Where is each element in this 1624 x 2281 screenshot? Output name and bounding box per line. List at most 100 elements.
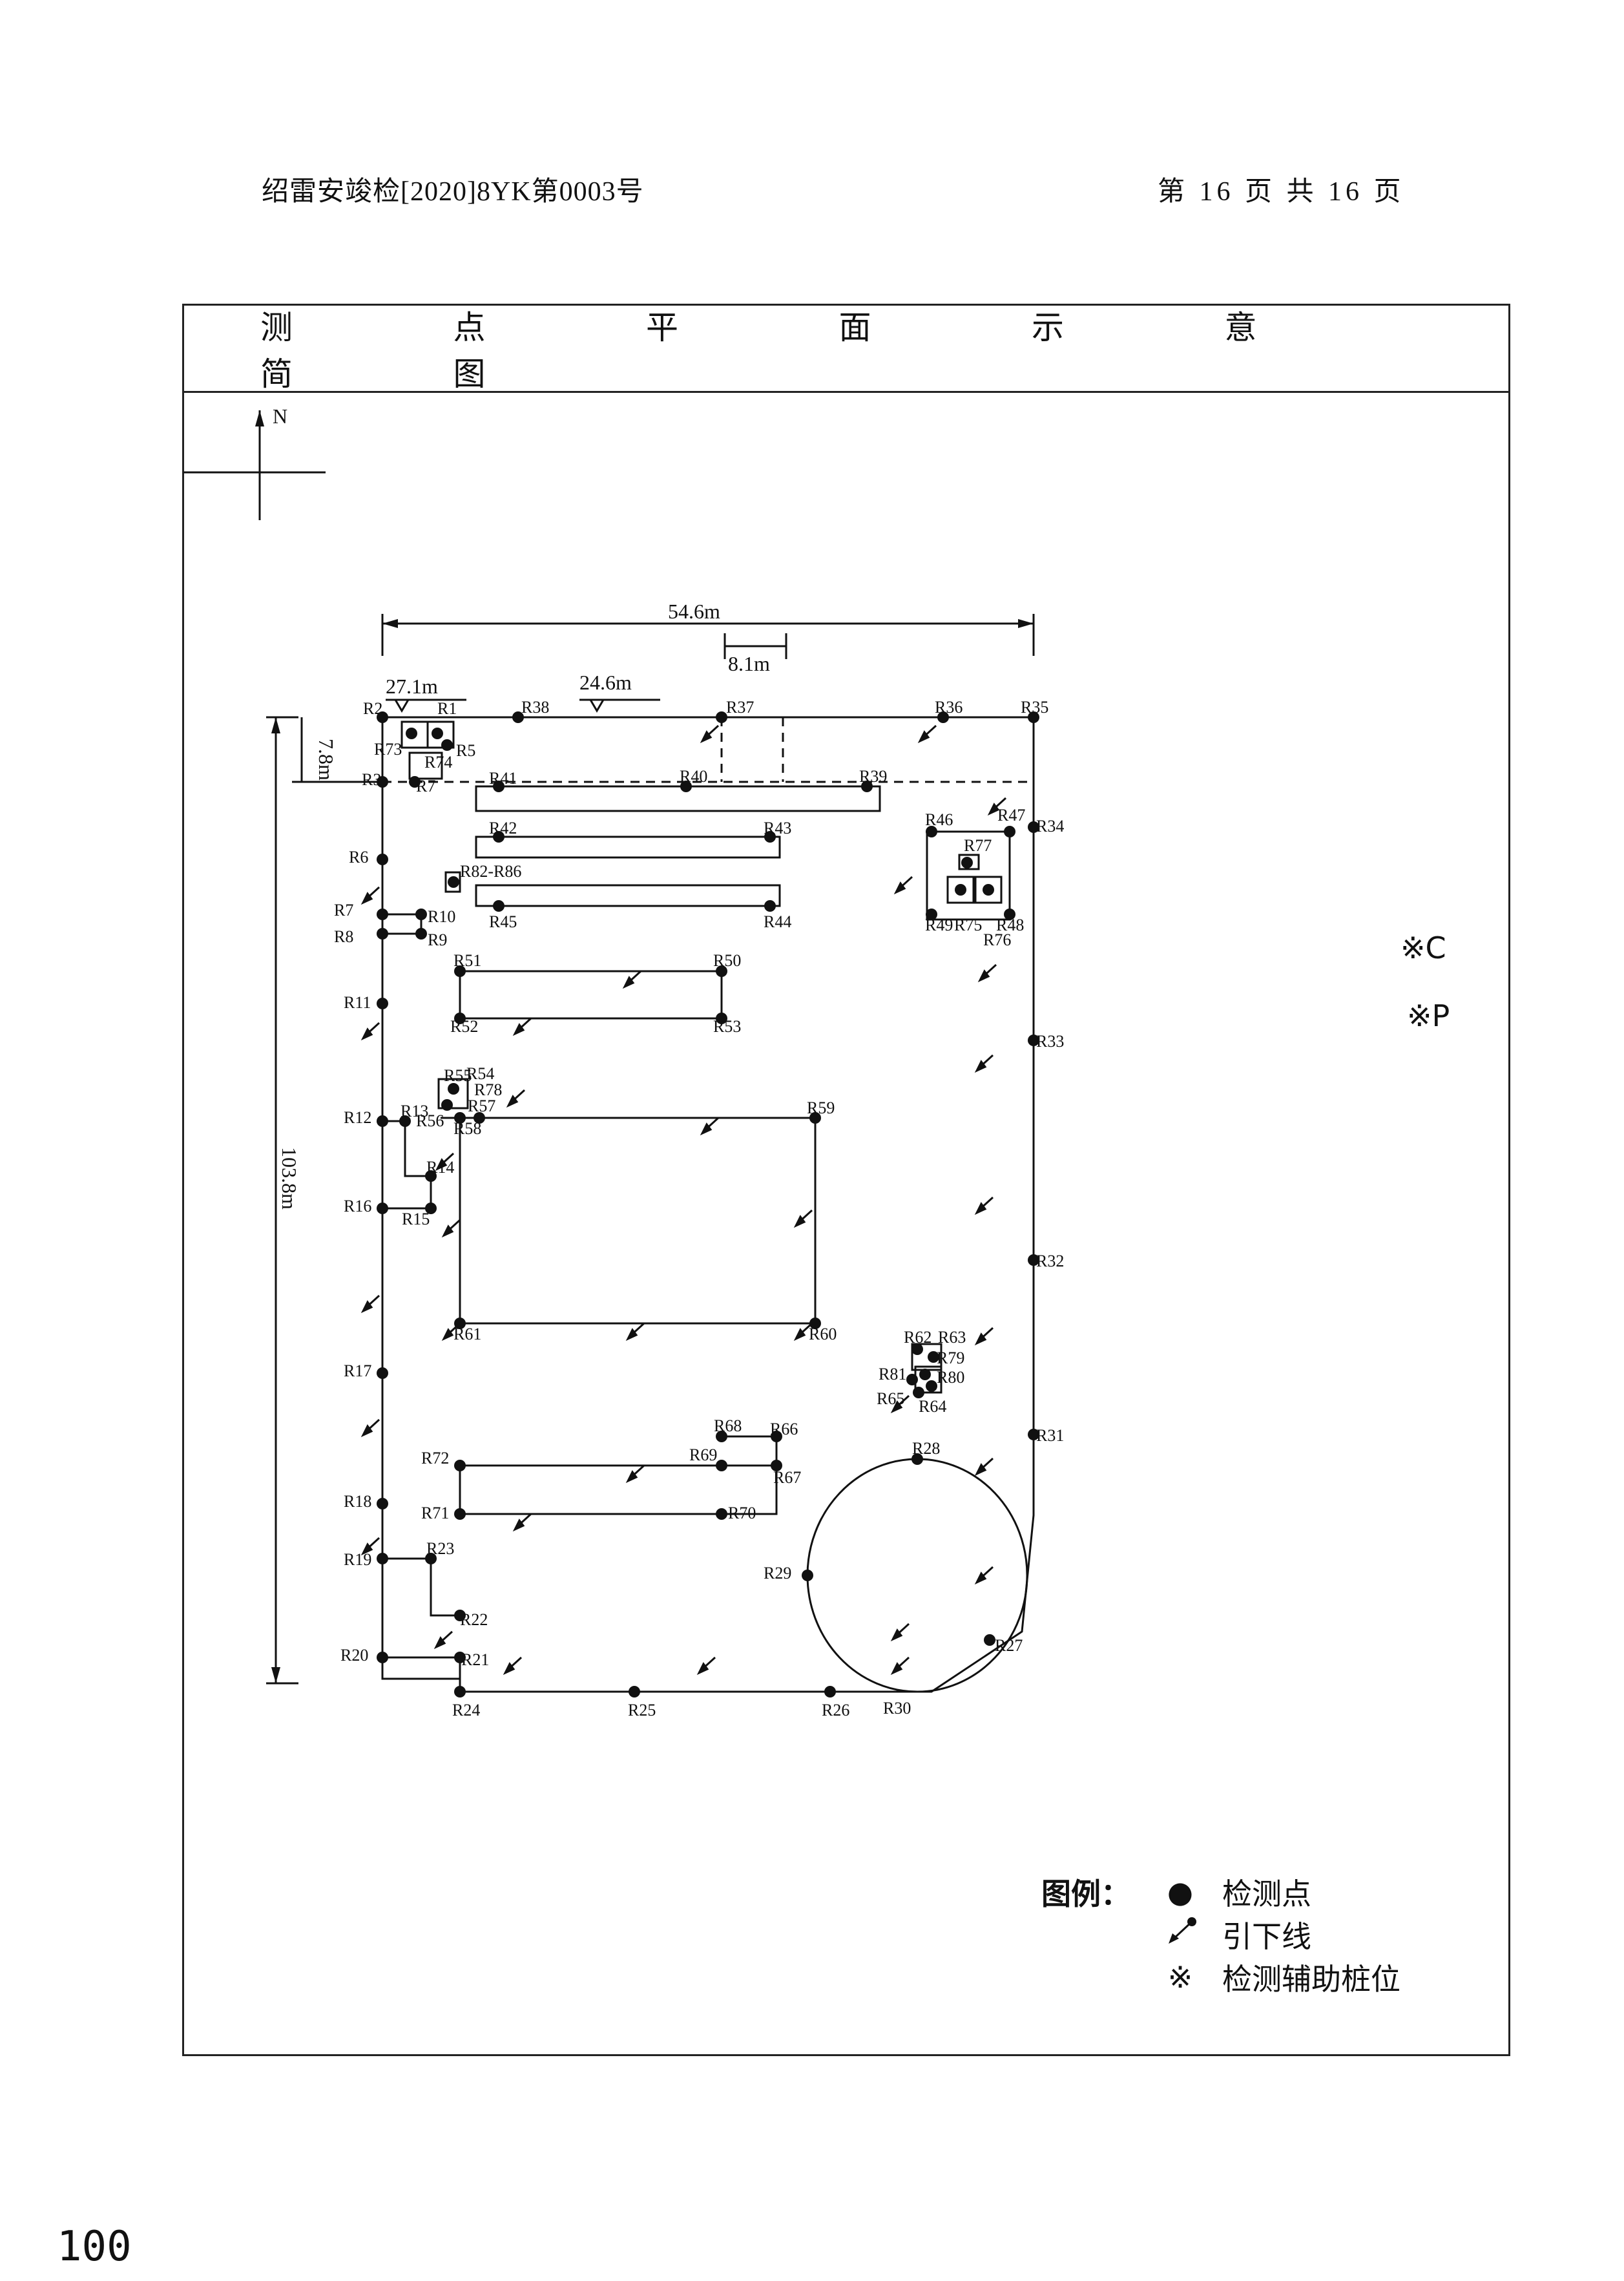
legend-title: 图例： bbox=[1041, 1876, 1130, 1911]
svg-text:R16: R16 bbox=[344, 1197, 371, 1215]
svg-text:R19: R19 bbox=[344, 1550, 371, 1569]
aux-pile-p: ※P bbox=[1407, 998, 1450, 1033]
svg-text:R72: R72 bbox=[421, 1449, 449, 1467]
svg-text:R31: R31 bbox=[1036, 1426, 1064, 1445]
svg-text:R80: R80 bbox=[937, 1368, 964, 1387]
svg-text:R64: R64 bbox=[919, 1397, 946, 1416]
total-width-label: 54.6m bbox=[668, 600, 720, 623]
svg-text:R52: R52 bbox=[450, 1017, 478, 1036]
svg-text:R49: R49 bbox=[925, 916, 953, 934]
legend-item-aux: ※ 检测辅助桩位 bbox=[1151, 1956, 1400, 1999]
svg-text:R32: R32 bbox=[1036, 1252, 1064, 1270]
svg-text:R38: R38 bbox=[521, 698, 549, 717]
svg-text:R24: R24 bbox=[452, 1701, 480, 1719]
svg-text:R7: R7 bbox=[416, 777, 435, 795]
svg-text:R37: R37 bbox=[726, 698, 754, 717]
svg-text:R74: R74 bbox=[424, 753, 452, 772]
svg-text:R42: R42 bbox=[489, 819, 517, 837]
svg-text:R10: R10 bbox=[428, 907, 455, 926]
svg-text:R57: R57 bbox=[468, 1097, 495, 1115]
legend-item-downlead: 引下线 bbox=[1151, 1913, 1311, 1956]
svg-text:R13: R13 bbox=[401, 1102, 428, 1120]
svg-text:R8: R8 bbox=[334, 927, 353, 946]
legend-label: 检测辅助桩位 bbox=[1222, 1962, 1400, 1997]
svg-text:R14: R14 bbox=[426, 1158, 454, 1177]
svg-text:R22: R22 bbox=[460, 1610, 488, 1629]
svg-text:R5: R5 bbox=[456, 741, 475, 760]
svg-text:R44: R44 bbox=[764, 912, 791, 931]
svg-text:R56: R56 bbox=[416, 1111, 444, 1130]
svg-text:R6: R6 bbox=[349, 848, 368, 867]
top-offset-label: 7.8m bbox=[315, 739, 338, 781]
svg-text:R69: R69 bbox=[689, 1445, 717, 1464]
svg-text:R73: R73 bbox=[374, 740, 402, 759]
svg-text:R58: R58 bbox=[453, 1119, 481, 1138]
svg-text:R26: R26 bbox=[822, 1701, 849, 1719]
svg-text:R1: R1 bbox=[437, 699, 457, 718]
svg-text:R45: R45 bbox=[489, 912, 517, 931]
svg-text:R70: R70 bbox=[728, 1504, 756, 1522]
svg-text:R71: R71 bbox=[421, 1504, 449, 1522]
svg-text:R40: R40 bbox=[680, 767, 707, 786]
svg-text:R18: R18 bbox=[344, 1492, 371, 1511]
legend-label: 引下线 bbox=[1222, 1919, 1311, 1954]
svg-text:R75: R75 bbox=[954, 916, 982, 934]
svg-text:R35: R35 bbox=[1021, 698, 1048, 717]
svg-text:R15: R15 bbox=[402, 1210, 430, 1228]
svg-text:R54: R54 bbox=[466, 1064, 494, 1083]
svg-text:R53: R53 bbox=[713, 1017, 741, 1036]
level-1-label: 27.1m bbox=[386, 675, 438, 698]
svg-text:R76: R76 bbox=[983, 930, 1011, 949]
svg-text:R50: R50 bbox=[713, 951, 741, 970]
svg-text:R60: R60 bbox=[809, 1325, 837, 1343]
svg-text:R20: R20 bbox=[340, 1646, 368, 1665]
svg-text:R2: R2 bbox=[363, 699, 382, 718]
svg-text:R67: R67 bbox=[773, 1468, 801, 1487]
svg-text:R81: R81 bbox=[879, 1365, 906, 1383]
svg-text:R23: R23 bbox=[426, 1539, 454, 1558]
aux-pile-c: ※C bbox=[1400, 930, 1446, 965]
svg-text:R3: R3 bbox=[362, 770, 381, 789]
svg-text:R82-R86: R82-R86 bbox=[460, 862, 521, 881]
svg-text:R25: R25 bbox=[628, 1701, 656, 1719]
svg-text:R12: R12 bbox=[344, 1108, 371, 1127]
level-2-label: 24.6m bbox=[579, 671, 632, 694]
page-info: 第 16 页 共 16 页 bbox=[1158, 177, 1405, 207]
svg-text:R51: R51 bbox=[453, 951, 481, 970]
svg-text:R11: R11 bbox=[344, 993, 371, 1012]
svg-text:R59: R59 bbox=[807, 1098, 835, 1117]
north-label: N bbox=[273, 405, 287, 428]
svg-text:R43: R43 bbox=[764, 819, 791, 837]
downlead-icon bbox=[1151, 1915, 1209, 1955]
svg-text:R9: R9 bbox=[428, 930, 447, 949]
svg-text:R29: R29 bbox=[764, 1564, 791, 1582]
svg-text:R17: R17 bbox=[344, 1361, 371, 1380]
svg-text:R30: R30 bbox=[883, 1699, 911, 1718]
svg-text:R55: R55 bbox=[444, 1066, 472, 1085]
point-icon: ● bbox=[1167, 1875, 1194, 1909]
svg-text:R62: R62 bbox=[904, 1328, 932, 1347]
page-number: 100 bbox=[57, 2223, 132, 2271]
svg-text:R78: R78 bbox=[474, 1080, 502, 1099]
svg-text:R77: R77 bbox=[964, 836, 992, 855]
height-label: 103.8m bbox=[278, 1147, 301, 1210]
svg-text:R61: R61 bbox=[453, 1325, 481, 1343]
svg-text:R68: R68 bbox=[714, 1416, 742, 1435]
diagram-frame: 测 点 平 面 示 意 简 图 bbox=[182, 304, 1510, 2056]
svg-text:R48: R48 bbox=[996, 916, 1024, 934]
svg-text:R47: R47 bbox=[997, 806, 1025, 825]
svg-text:R41: R41 bbox=[489, 769, 517, 788]
legend-item-point: ● 检测点 bbox=[1151, 1871, 1311, 1913]
aux-pile-icon: ※ bbox=[1167, 1960, 1193, 1995]
svg-text:R7: R7 bbox=[334, 901, 353, 920]
svg-text:R63: R63 bbox=[938, 1328, 966, 1347]
svg-text:R79: R79 bbox=[937, 1349, 964, 1367]
report-number: 绍雷安竣检[2020]8YK第0003号 bbox=[262, 177, 644, 207]
svg-text:R46: R46 bbox=[925, 810, 953, 829]
svg-text:R39: R39 bbox=[859, 767, 887, 786]
svg-text:R36: R36 bbox=[935, 698, 963, 717]
svg-text:R65: R65 bbox=[877, 1389, 904, 1408]
svg-text:R66: R66 bbox=[770, 1420, 798, 1438]
diagram-title: 测 点 平 面 示 意 简 图 bbox=[184, 306, 1508, 393]
